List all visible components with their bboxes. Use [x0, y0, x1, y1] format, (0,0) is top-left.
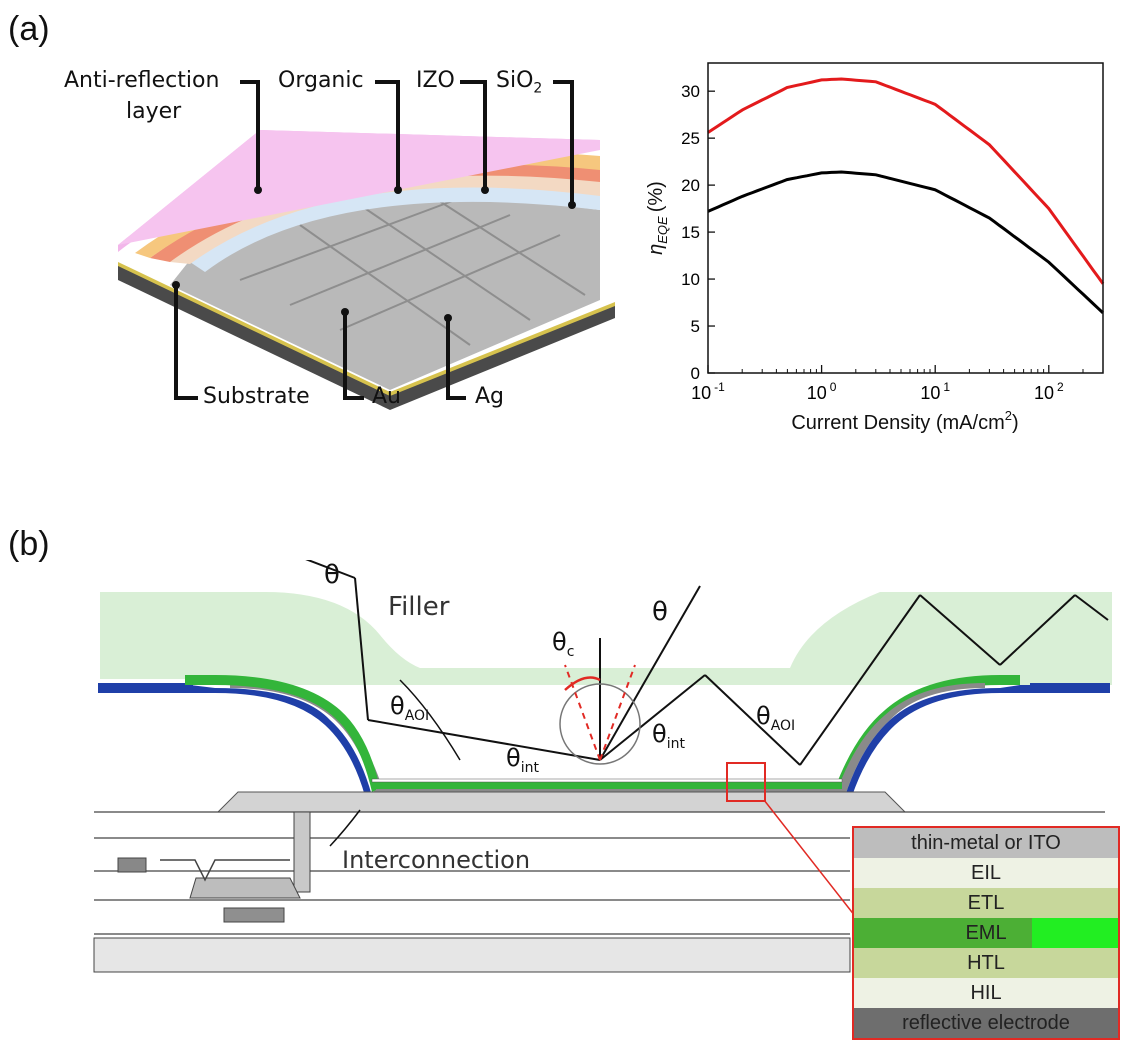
label-au: Au	[372, 384, 401, 409]
label-theta-int-right-sub: int	[666, 735, 685, 752]
label-organic: Organic	[278, 68, 364, 93]
label-theta-top-right: θ	[652, 597, 668, 627]
label-theta-int-left-symbol: θ	[506, 744, 521, 772]
label-theta-int-left-sub: int	[520, 759, 539, 776]
series-line-2	[707, 170, 1105, 314]
y-tick-label: 20	[681, 176, 700, 195]
label-interconnection: Interconnection	[342, 846, 531, 874]
layer-row: EML	[854, 918, 1118, 948]
layer-label: thin-metal or ITO	[911, 831, 1061, 854]
label-ag: Ag	[475, 384, 505, 409]
label-theta-aoi-right-symbol: θ	[756, 702, 771, 730]
zoom-box	[726, 762, 766, 802]
filler-region	[100, 592, 1112, 685]
plot-frame	[707, 62, 1104, 374]
layer-row: thin-metal or ITO	[854, 828, 1118, 858]
pixel-cross-section	[93, 560, 1112, 973]
label-substrate: Substrate	[203, 384, 310, 409]
label-theta-aoi-right: θAOI	[756, 702, 795, 734]
label-anti-reflection: Anti-reflection	[64, 68, 220, 93]
critical-angle-arc	[564, 676, 601, 691]
planarization	[216, 791, 907, 813]
left-bank-green	[185, 675, 380, 792]
panel-a-label: (a)	[8, 10, 50, 48]
label-theta-int-right: θint	[652, 720, 685, 752]
layer-row: HTL	[854, 948, 1118, 978]
label-theta-int-left: θint	[506, 744, 539, 776]
label-theta-aoi-left-symbol: θ	[390, 692, 405, 720]
layer-label: reflective electrode	[902, 1011, 1070, 1034]
layer-stack-legend: thin-metal or ITO EIL ETL EML HTL HIL reflecti…	[852, 826, 1120, 1040]
eml-bright-segment	[1032, 918, 1118, 948]
layer-row: EIL	[854, 858, 1118, 888]
label-sio2: SiO2	[496, 68, 542, 96]
series-line-1	[707, 77, 1105, 285]
label-izo: IZO	[416, 68, 455, 93]
label-theta-c: θc	[552, 628, 574, 660]
y-tick-label: 10	[681, 270, 700, 289]
left-blue-strip	[98, 683, 193, 693]
label-theta-int-right-symbol: θ	[652, 720, 667, 748]
label-layer: layer	[126, 99, 182, 124]
emission-green	[372, 782, 842, 789]
angle-circle	[559, 683, 641, 765]
right-blue-strip	[1030, 683, 1110, 693]
label-theta-aoi-left: θAOI	[390, 692, 429, 724]
label-sio2-sub: 2	[533, 80, 543, 97]
y-axis-label: ηEQE(%)	[645, 181, 670, 255]
y-tick-label: 25	[681, 129, 700, 148]
substrate-glass	[93, 937, 851, 973]
label-theta-aoi-right-sub: AOI	[770, 717, 796, 734]
layer-label: ETL	[967, 891, 1005, 914]
device-schematic	[118, 80, 615, 410]
layer-label: EML	[965, 921, 1007, 944]
label-filler: Filler	[388, 592, 450, 622]
layer-row: HIL	[854, 978, 1118, 1008]
panel-b-label: (b)	[8, 525, 50, 563]
label-sio2-base: SiO	[496, 68, 534, 93]
y-tick-label: 30	[681, 82, 700, 101]
y-tick-label: 5	[691, 317, 700, 336]
sio2-band	[190, 186, 600, 272]
via-contact	[293, 811, 311, 893]
x-tick-label: 10-1	[691, 380, 725, 403]
layer-label: HTL	[967, 951, 1005, 974]
layer-label: EIL	[970, 861, 1002, 884]
y-tick-label: 15	[681, 223, 700, 242]
right-bank-gray	[835, 683, 985, 796]
label-theta-c-sub: c	[566, 643, 575, 660]
anti-reflection-top	[118, 130, 600, 245]
y-tick-label: 0	[691, 364, 700, 383]
layer-label: HIL	[970, 981, 1002, 1004]
x-axis-label: Current Density (mA/cm2)	[791, 408, 1018, 434]
label-theta-c-symbol: θ	[552, 628, 567, 656]
layer-row: reflective electrode	[854, 1008, 1118, 1038]
label-theta-top-left: θ	[324, 560, 340, 590]
label-theta-aoi-left-sub: AOI	[404, 707, 430, 724]
layer-row: ETL	[854, 888, 1118, 918]
